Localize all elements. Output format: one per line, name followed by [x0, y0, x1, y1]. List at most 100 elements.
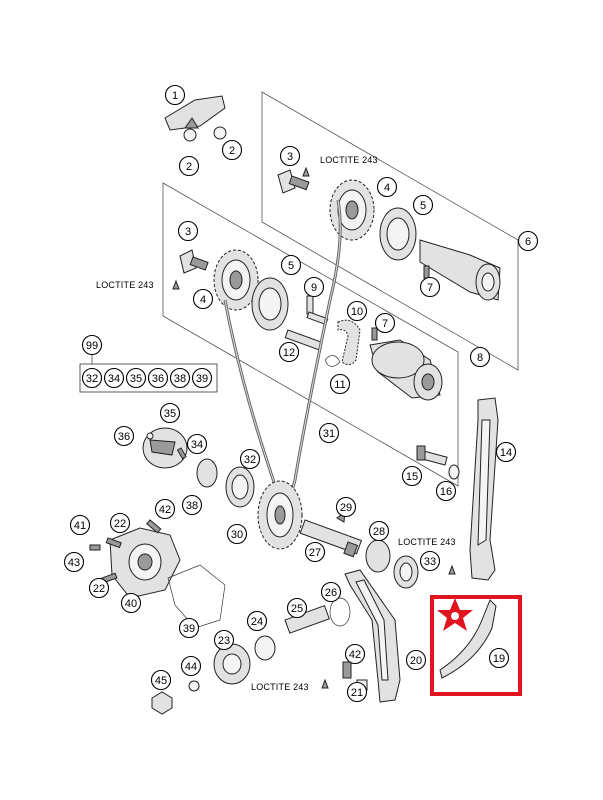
- loctite-drop-1: [302, 166, 310, 177]
- tensioner-bolt: [416, 445, 448, 466]
- part-label-text: 2: [186, 161, 192, 173]
- part-label-36: 36: [147, 367, 169, 389]
- part-label-22: 22: [88, 577, 110, 599]
- part-label-text: 26: [325, 587, 337, 599]
- part-label-12: 12: [278, 341, 300, 363]
- part-label-33: 33: [419, 550, 441, 572]
- part-label-text: 99: [86, 340, 98, 352]
- part-label-42: 42: [154, 498, 176, 520]
- part-label-14: 14: [495, 441, 517, 463]
- part-label-text: 34: [108, 373, 120, 385]
- part-label-text: 45: [155, 675, 167, 687]
- part-label-text: 42: [159, 504, 171, 516]
- part-label-39: 39: [191, 367, 213, 389]
- camshaft-sprocket-lower: [213, 249, 259, 311]
- screw-22-upper: [105, 537, 122, 549]
- part-label-text: 1: [172, 90, 178, 102]
- part-label-1: 1: [164, 84, 186, 106]
- part-label-text: 19: [493, 653, 505, 665]
- idler-shaft: [299, 519, 363, 558]
- highlight-box: [430, 595, 522, 696]
- bearing-lower: [251, 277, 289, 331]
- loctite-drop-3: [448, 564, 456, 575]
- part-label-45: 45: [150, 669, 172, 691]
- pin-7-lower: [371, 327, 378, 341]
- pin-34: [176, 447, 187, 460]
- screw-43: [89, 544, 101, 551]
- part-label-99: 99: [81, 334, 103, 356]
- part-label-21: 21: [346, 681, 368, 703]
- part-label-42: 42: [344, 643, 366, 665]
- part-label-text: 32: [244, 454, 256, 466]
- part-label-11: 11: [329, 373, 351, 395]
- part-label-3: 3: [177, 220, 199, 242]
- part-label-40: 40: [120, 592, 142, 614]
- o-ring-24: [254, 635, 276, 661]
- part-label-text: 25: [291, 603, 303, 615]
- part-label-text: 8: [477, 352, 483, 364]
- part-label-text: 7: [427, 282, 433, 294]
- bearing-32: [225, 466, 255, 508]
- part-label-text: 16: [440, 486, 452, 498]
- part-label-text: 11: [334, 379, 345, 391]
- part-label-20: 20: [405, 649, 427, 671]
- part-label-text: 29: [340, 502, 352, 514]
- part-label-7: 7: [374, 312, 396, 334]
- part-label-text: 36: [152, 373, 164, 385]
- part-label-text: 15: [406, 471, 418, 483]
- part-label-36: 36: [113, 425, 135, 447]
- kit-99-box: [79, 363, 218, 393]
- tensioner-rail: [344, 569, 401, 703]
- part-label-29: 29: [335, 496, 357, 518]
- part-label-2: 2: [221, 139, 243, 161]
- part-label-text: 10: [351, 306, 363, 318]
- part-label-text: 31: [323, 428, 335, 440]
- part-label-text: 23: [218, 635, 230, 647]
- part-label-43: 43: [63, 551, 85, 573]
- part-label-text: 22: [114, 518, 126, 530]
- part-label-text: 35: [164, 408, 176, 420]
- part-label-text: 22: [93, 583, 105, 595]
- washer-38: [196, 458, 218, 488]
- loctite-note-2: LOCTITE 243: [96, 280, 154, 290]
- part-label-6: 6: [517, 230, 539, 252]
- part-label-text: 27: [309, 547, 321, 559]
- loctite-note-4: LOCTITE 243: [251, 682, 309, 692]
- part-label-text: 32: [86, 373, 98, 385]
- part-label-text: 7: [382, 318, 388, 330]
- part-label-4: 4: [376, 176, 398, 198]
- part-label-32: 32: [81, 367, 103, 389]
- gasket-39: [167, 564, 226, 629]
- part-label-15: 15: [401, 465, 423, 487]
- part-label-27: 27: [304, 541, 326, 563]
- part-label-text: 44: [185, 661, 197, 673]
- part-label-text: 43: [68, 557, 80, 569]
- part-label-text: 4: [200, 294, 206, 306]
- part-label-19: 19: [488, 647, 510, 669]
- camshaft-assembly-frame-lower: [162, 182, 459, 487]
- part-label-2: 2: [178, 155, 200, 177]
- camshaft-assembly-frame-upper: [261, 91, 519, 371]
- intake-camshaft: [369, 339, 443, 401]
- part-label-34: 34: [103, 367, 125, 389]
- loctite-note-3: LOCTITE 243: [398, 537, 456, 547]
- part-label-38: 38: [181, 494, 203, 516]
- rocker-bridge-part: [164, 95, 227, 142]
- bearing-28: [365, 539, 391, 573]
- part-label-16: 16: [435, 480, 457, 502]
- o-ring-44: [188, 680, 200, 692]
- water-pump-impeller: [142, 427, 188, 469]
- part-label-text: 39: [196, 373, 208, 385]
- part-label-38: 38: [169, 367, 191, 389]
- part-label-text: 3: [287, 151, 293, 163]
- part-label-text: 42: [349, 649, 361, 661]
- part-label-text: 4: [384, 182, 390, 194]
- part-label-text: 5: [288, 260, 294, 272]
- part-label-text: 9: [311, 282, 317, 294]
- part-label-text: 2: [229, 145, 235, 157]
- part-label-32: 32: [239, 448, 261, 470]
- spring-11: [324, 355, 341, 367]
- part-label-28: 28: [368, 520, 390, 542]
- exhaust-camshaft: [419, 239, 501, 301]
